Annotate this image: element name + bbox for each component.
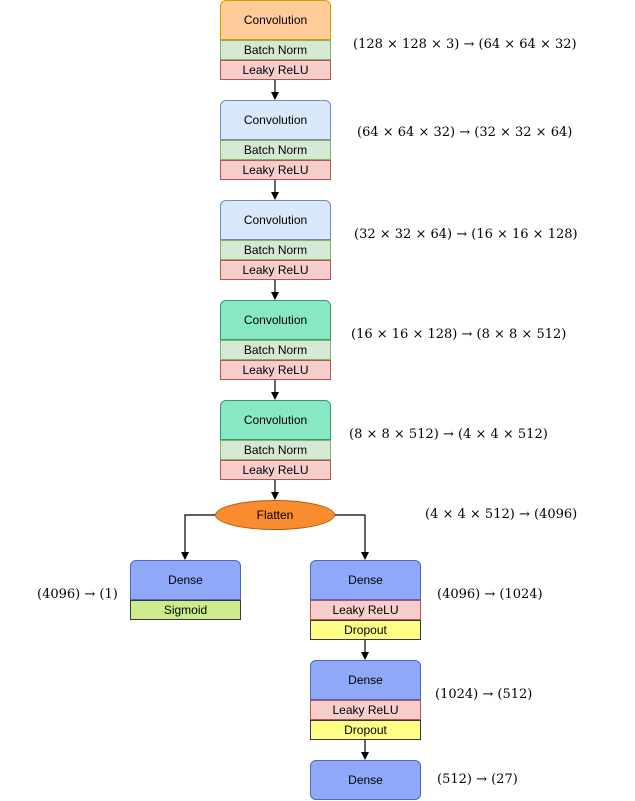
shape-label-flatten: (4 × 4 × 512) → (4096) [425,507,578,522]
conv-layer-4: Convolution [220,300,331,340]
dense-layer-1: Dense [310,560,421,600]
leaky-relu-1: Leaky ReLU [220,60,331,80]
dropout-2: Dropout [310,720,421,740]
flatten-node: Flatten [215,500,335,530]
shape-label-conv-5: (8 × 8 × 512) → (4 × 4 × 512) [349,427,548,442]
batch-norm-5: Batch Norm [220,440,331,460]
batch-norm-1: Batch Norm [220,40,331,60]
conv-layer-5: Convolution [220,400,331,440]
leaky-relu-4: Leaky ReLU [220,360,331,380]
shape-label-dense-2: (1024) → (512) [435,687,533,702]
dense-sigmoid-branch: Dense [130,560,241,600]
dense-layer-3: Dense [310,760,421,800]
dense-layer-2: Dense [310,660,421,700]
shape-label-conv-1: (128 × 128 × 3) → (64 × 64 × 32) [353,37,577,52]
leaky-relu-2: Leaky ReLU [220,160,331,180]
dense-leaky-relu-2: Leaky ReLU [310,700,421,720]
conv-layer-2: Convolution [220,100,331,140]
shape-label-conv-2: (64 × 64 × 32) → (32 × 32 × 64) [357,125,573,140]
shape-label-conv-3: (32 × 32 × 64) → (16 × 16 × 128) [354,227,578,242]
conv-layer-3: Convolution [220,200,331,240]
arrow-flatten-to-sigmoid-branch [181,514,216,560]
batch-norm-4: Batch Norm [220,340,331,360]
dropout-1: Dropout [310,620,421,640]
shape-label-conv-4: (16 × 16 × 128) → (8 × 8 × 512) [351,327,567,342]
batch-norm-2: Batch Norm [220,140,331,160]
shape-label-sigmoid-branch: (4096) → (1) [37,587,118,602]
conv-layer-1: Convolution [220,0,331,40]
leaky-relu-3: Leaky ReLU [220,260,331,280]
dense-leaky-relu-1: Leaky ReLU [310,600,421,620]
shape-label-dense-3: (512) → (27) [437,772,518,787]
leaky-relu-5: Leaky ReLU [220,460,331,480]
batch-norm-3: Batch Norm [220,240,331,260]
shape-label-dense-1: (4096) → (1024) [437,587,543,602]
arrow-flatten-to-dense-branch [334,514,369,560]
sigmoid-activation: Sigmoid [130,600,241,620]
